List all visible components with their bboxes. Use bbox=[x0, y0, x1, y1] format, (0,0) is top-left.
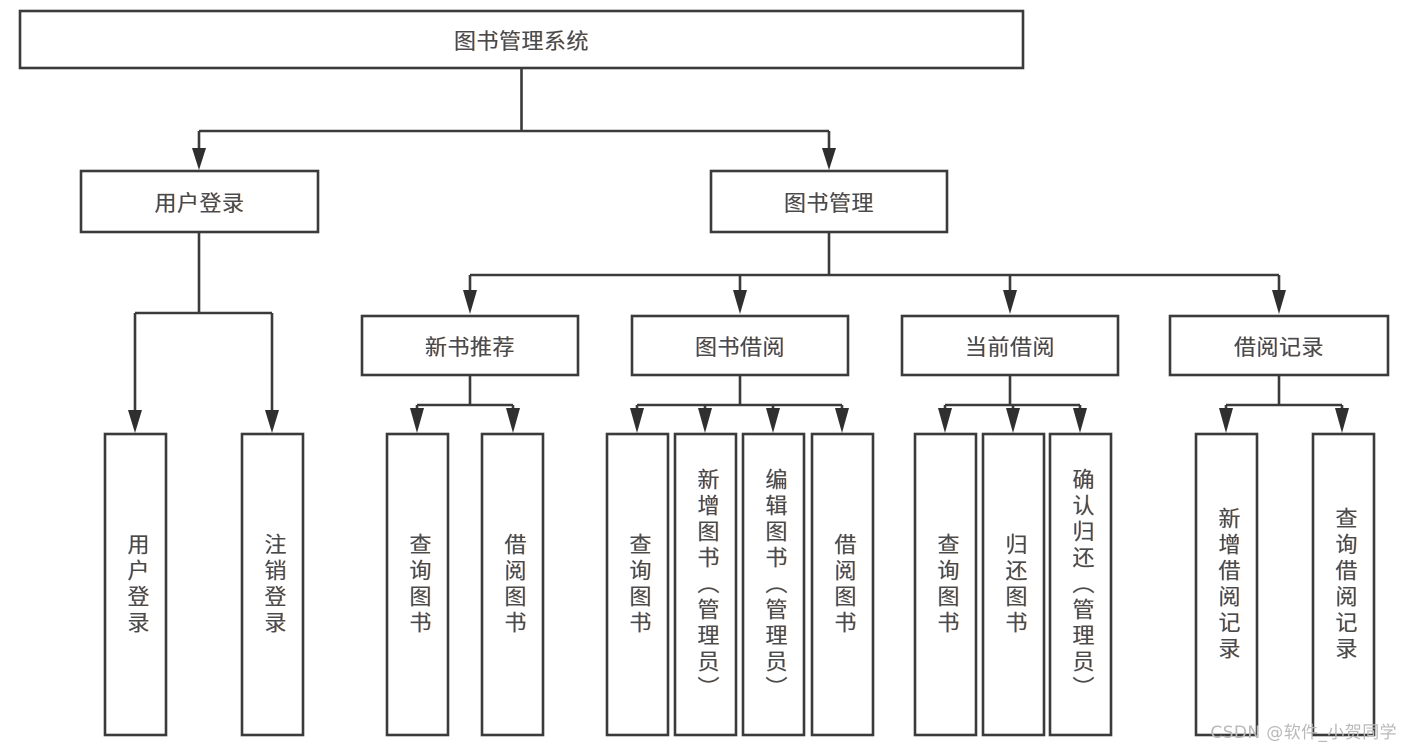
arrow-head-leaf-edit-book bbox=[766, 408, 780, 433]
arrow-head-leaf-borrow-book-1 bbox=[506, 408, 520, 433]
connector-group-user-login bbox=[128, 232, 279, 433]
node-box-new-book-recommend[interactable] bbox=[360, 314, 580, 377]
arrow-head-leaf-return-book bbox=[1006, 408, 1020, 433]
arrow-head-leaf-query-book-2 bbox=[630, 408, 644, 433]
node-box-leaf-add-book[interactable] bbox=[673, 432, 738, 737]
node-box-leaf-query-book-1[interactable] bbox=[385, 432, 450, 737]
node-box-user-login[interactable] bbox=[79, 169, 320, 234]
node-box-book-manage[interactable] bbox=[709, 169, 949, 234]
node-box-leaf-borrow-book-2[interactable] bbox=[810, 432, 875, 737]
arrow-head-new-book-recommend bbox=[463, 290, 477, 314]
node-box-leaf-logout[interactable] bbox=[240, 432, 305, 737]
arrow-head-leaf-borrow-book-2 bbox=[835, 408, 849, 433]
connector-group-book-manage bbox=[463, 232, 1286, 314]
connector-group-new-book-recommend bbox=[410, 375, 520, 433]
node-box-leaf-user-login[interactable] bbox=[103, 432, 168, 737]
node-box-leaf-query-book-2[interactable] bbox=[605, 432, 670, 737]
arrow-head-leaf-query-book-1 bbox=[410, 408, 424, 433]
node-box-book-borrow[interactable] bbox=[630, 314, 850, 377]
watermark-text: CSDN @软件_小贺同学 bbox=[1210, 723, 1397, 743]
connector-group-borrow-record bbox=[1219, 375, 1349, 433]
node-box-leaf-query-book-3[interactable] bbox=[913, 432, 978, 737]
node-box-borrow-record[interactable] bbox=[1168, 314, 1390, 377]
node-box-leaf-confirm-return[interactable] bbox=[1048, 432, 1113, 737]
connector-group-current-borrow bbox=[938, 375, 1087, 433]
arrow-head-current-borrow bbox=[1003, 290, 1017, 314]
arrow-head-borrow-record bbox=[1272, 290, 1286, 314]
arrow-head-leaf-logout bbox=[265, 410, 279, 433]
node-box-leaf-add-record[interactable] bbox=[1194, 432, 1259, 737]
node-box-current-borrow[interactable] bbox=[900, 314, 1120, 377]
arrow-head-user-login bbox=[192, 148, 206, 170]
node-box-root[interactable] bbox=[18, 9, 1025, 70]
arrow-head-leaf-user-login bbox=[128, 410, 142, 433]
node-box-leaf-borrow-book-1[interactable] bbox=[480, 432, 545, 737]
node-box-leaf-return-book[interactable] bbox=[981, 432, 1046, 737]
connector-group-root bbox=[192, 68, 836, 170]
arrow-head-book-manage bbox=[822, 148, 836, 170]
arrow-head-leaf-confirm-return bbox=[1073, 408, 1087, 433]
arrow-head-book-borrow bbox=[733, 290, 747, 314]
connector-group-book-borrow bbox=[630, 375, 849, 433]
arrow-head-leaf-query-record bbox=[1335, 408, 1349, 433]
arrow-head-leaf-add-record bbox=[1219, 408, 1233, 433]
arrow-head-leaf-add-book bbox=[698, 408, 712, 433]
node-box-leaf-edit-book[interactable] bbox=[741, 432, 806, 737]
arrow-head-leaf-query-book-3 bbox=[938, 408, 952, 433]
node-box-leaf-query-record[interactable] bbox=[1311, 432, 1376, 737]
